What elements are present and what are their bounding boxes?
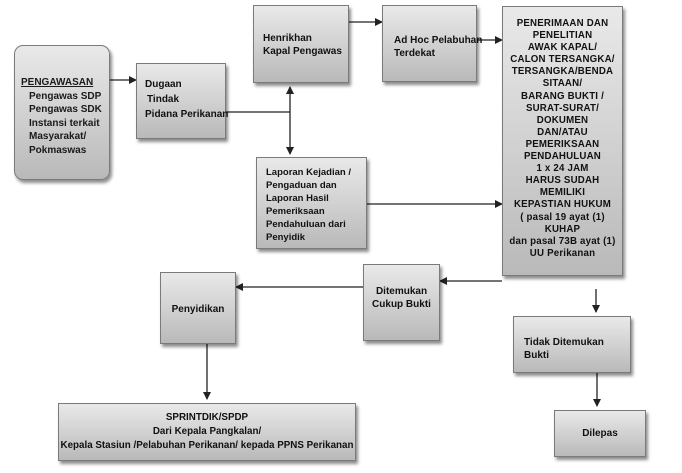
ditemukan-line: Cukup Bukti	[372, 299, 431, 310]
penerimaan-box: PENERIMAAN DAN PENELITIAN AWAK KAPAL/ CA…	[502, 6, 623, 276]
dugaan-box: Dugaan Tindak Pidana Perikanan	[136, 63, 229, 139]
laporan-line: Penyidik	[266, 232, 306, 243]
sprintdik-line: SPRINTDIK/SPDP	[165, 412, 249, 423]
penerimaan-line: SITAAN/	[542, 78, 583, 90]
sprintdik-line: Dari Kepala Pangkalan/	[152, 426, 262, 437]
dugaan-line: Pidana Perikanan	[145, 109, 229, 120]
tidak-ditemukan-line: Bukti	[524, 350, 549, 361]
pengawasan-line: Masyarakat/	[29, 131, 87, 142]
henrikhan-box: Henrikhan Kapal Pengawas	[253, 5, 349, 83]
penerimaan-line: CALON TERSANGKA/	[510, 54, 615, 66]
dilepas-label: Dilepas	[582, 428, 618, 439]
laporan-line: Laporan Kejadian /	[266, 167, 351, 178]
penerimaan-line: KUHAP	[544, 223, 581, 235]
adhoc-line: Terdekat	[394, 48, 435, 59]
penerimaan-line: SURAT-SURAT/	[525, 102, 600, 114]
penerimaan-line: DAN/ATAU	[537, 126, 588, 138]
penerimaan-line: ( pasal 19 ayat (1)	[520, 211, 605, 223]
penerimaan-line: TERSANGKA/BENDA	[511, 66, 614, 78]
dugaan-line: Tindak	[147, 94, 180, 105]
laporan-line: Pendahuluan dari	[266, 219, 346, 230]
laporan-line: Pengaduan dan	[266, 180, 337, 191]
laporan-line: Laporan Hasil	[266, 193, 329, 204]
penerimaan-line: 1 x 24 JAM	[536, 163, 589, 175]
ditemukan-line: Ditemukan	[375, 286, 428, 297]
dilepas-box: Dilepas	[554, 410, 646, 457]
pengawasan-box: PENGAWASAN Pengawas SDP Pengawas SDK Ins…	[14, 45, 110, 180]
penerimaan-line: PEMERIKSAAN	[525, 138, 600, 150]
pengawasan-line: Pengawas SDP	[29, 90, 102, 102]
sprintdik-line: Kepala Stasiun /Pelabuhan Perikanan/ kep…	[60, 440, 354, 451]
penerimaan-line: UU Perikanan	[529, 247, 596, 259]
sprintdik-box: SPRINTDIK/SPDP Dari Kepala Pangkalan/ Ke…	[58, 403, 356, 461]
henrikhan-line: Henrikhan	[263, 33, 312, 44]
henrikhan-line: Kapal Pengawas	[263, 46, 342, 57]
penerimaan-line: dan pasal 73B ayat (1)	[509, 235, 616, 247]
pengawasan-line: Instansi terkait	[29, 117, 100, 129]
penerimaan-line: KEPASTIAN HUKUM	[513, 199, 611, 211]
penerimaan-line: PENERIMAAN DAN	[516, 18, 609, 29]
pengawasan-line: Pengawas SDK	[29, 104, 102, 115]
penyidikan-box: Penyidikan	[160, 272, 236, 344]
tidak-ditemukan-box: Tidak Ditemukan Bukti	[513, 316, 631, 373]
tidak-ditemukan-line: Tidak Ditemukan	[524, 337, 604, 348]
penerimaan-line: BARANG BUKTI /	[521, 90, 604, 102]
adhoc-line: Ad Hoc Pelabuhan	[394, 35, 483, 46]
penerimaan-line: PENDAHULUAN	[523, 151, 601, 163]
laporan-line: Pemeriksaan	[266, 206, 325, 217]
penerimaan-line: PENELITIAN	[532, 30, 593, 42]
penerimaan-line: MEMILIKI	[539, 187, 586, 199]
dugaan-line: Dugaan	[145, 79, 182, 90]
penyidikan-label: Penyidikan	[171, 304, 225, 315]
laporan-box: Laporan Kejadian / Pengaduan dan Laporan…	[256, 157, 367, 249]
penerimaan-line: HARUS SUDAH	[525, 175, 600, 187]
adhoc-box: Ad Hoc Pelabuhan Terdekat	[382, 5, 482, 82]
pengawasan-heading: PENGAWASAN	[21, 77, 94, 88]
ditemukan-box: Ditemukan Cukup Bukti	[363, 264, 440, 341]
pengawasan-line: Pokmaswas	[29, 144, 87, 156]
penerimaan-line: AWAK KAPAL/	[527, 42, 598, 54]
penerimaan-line: DOKUMEN	[536, 114, 589, 126]
